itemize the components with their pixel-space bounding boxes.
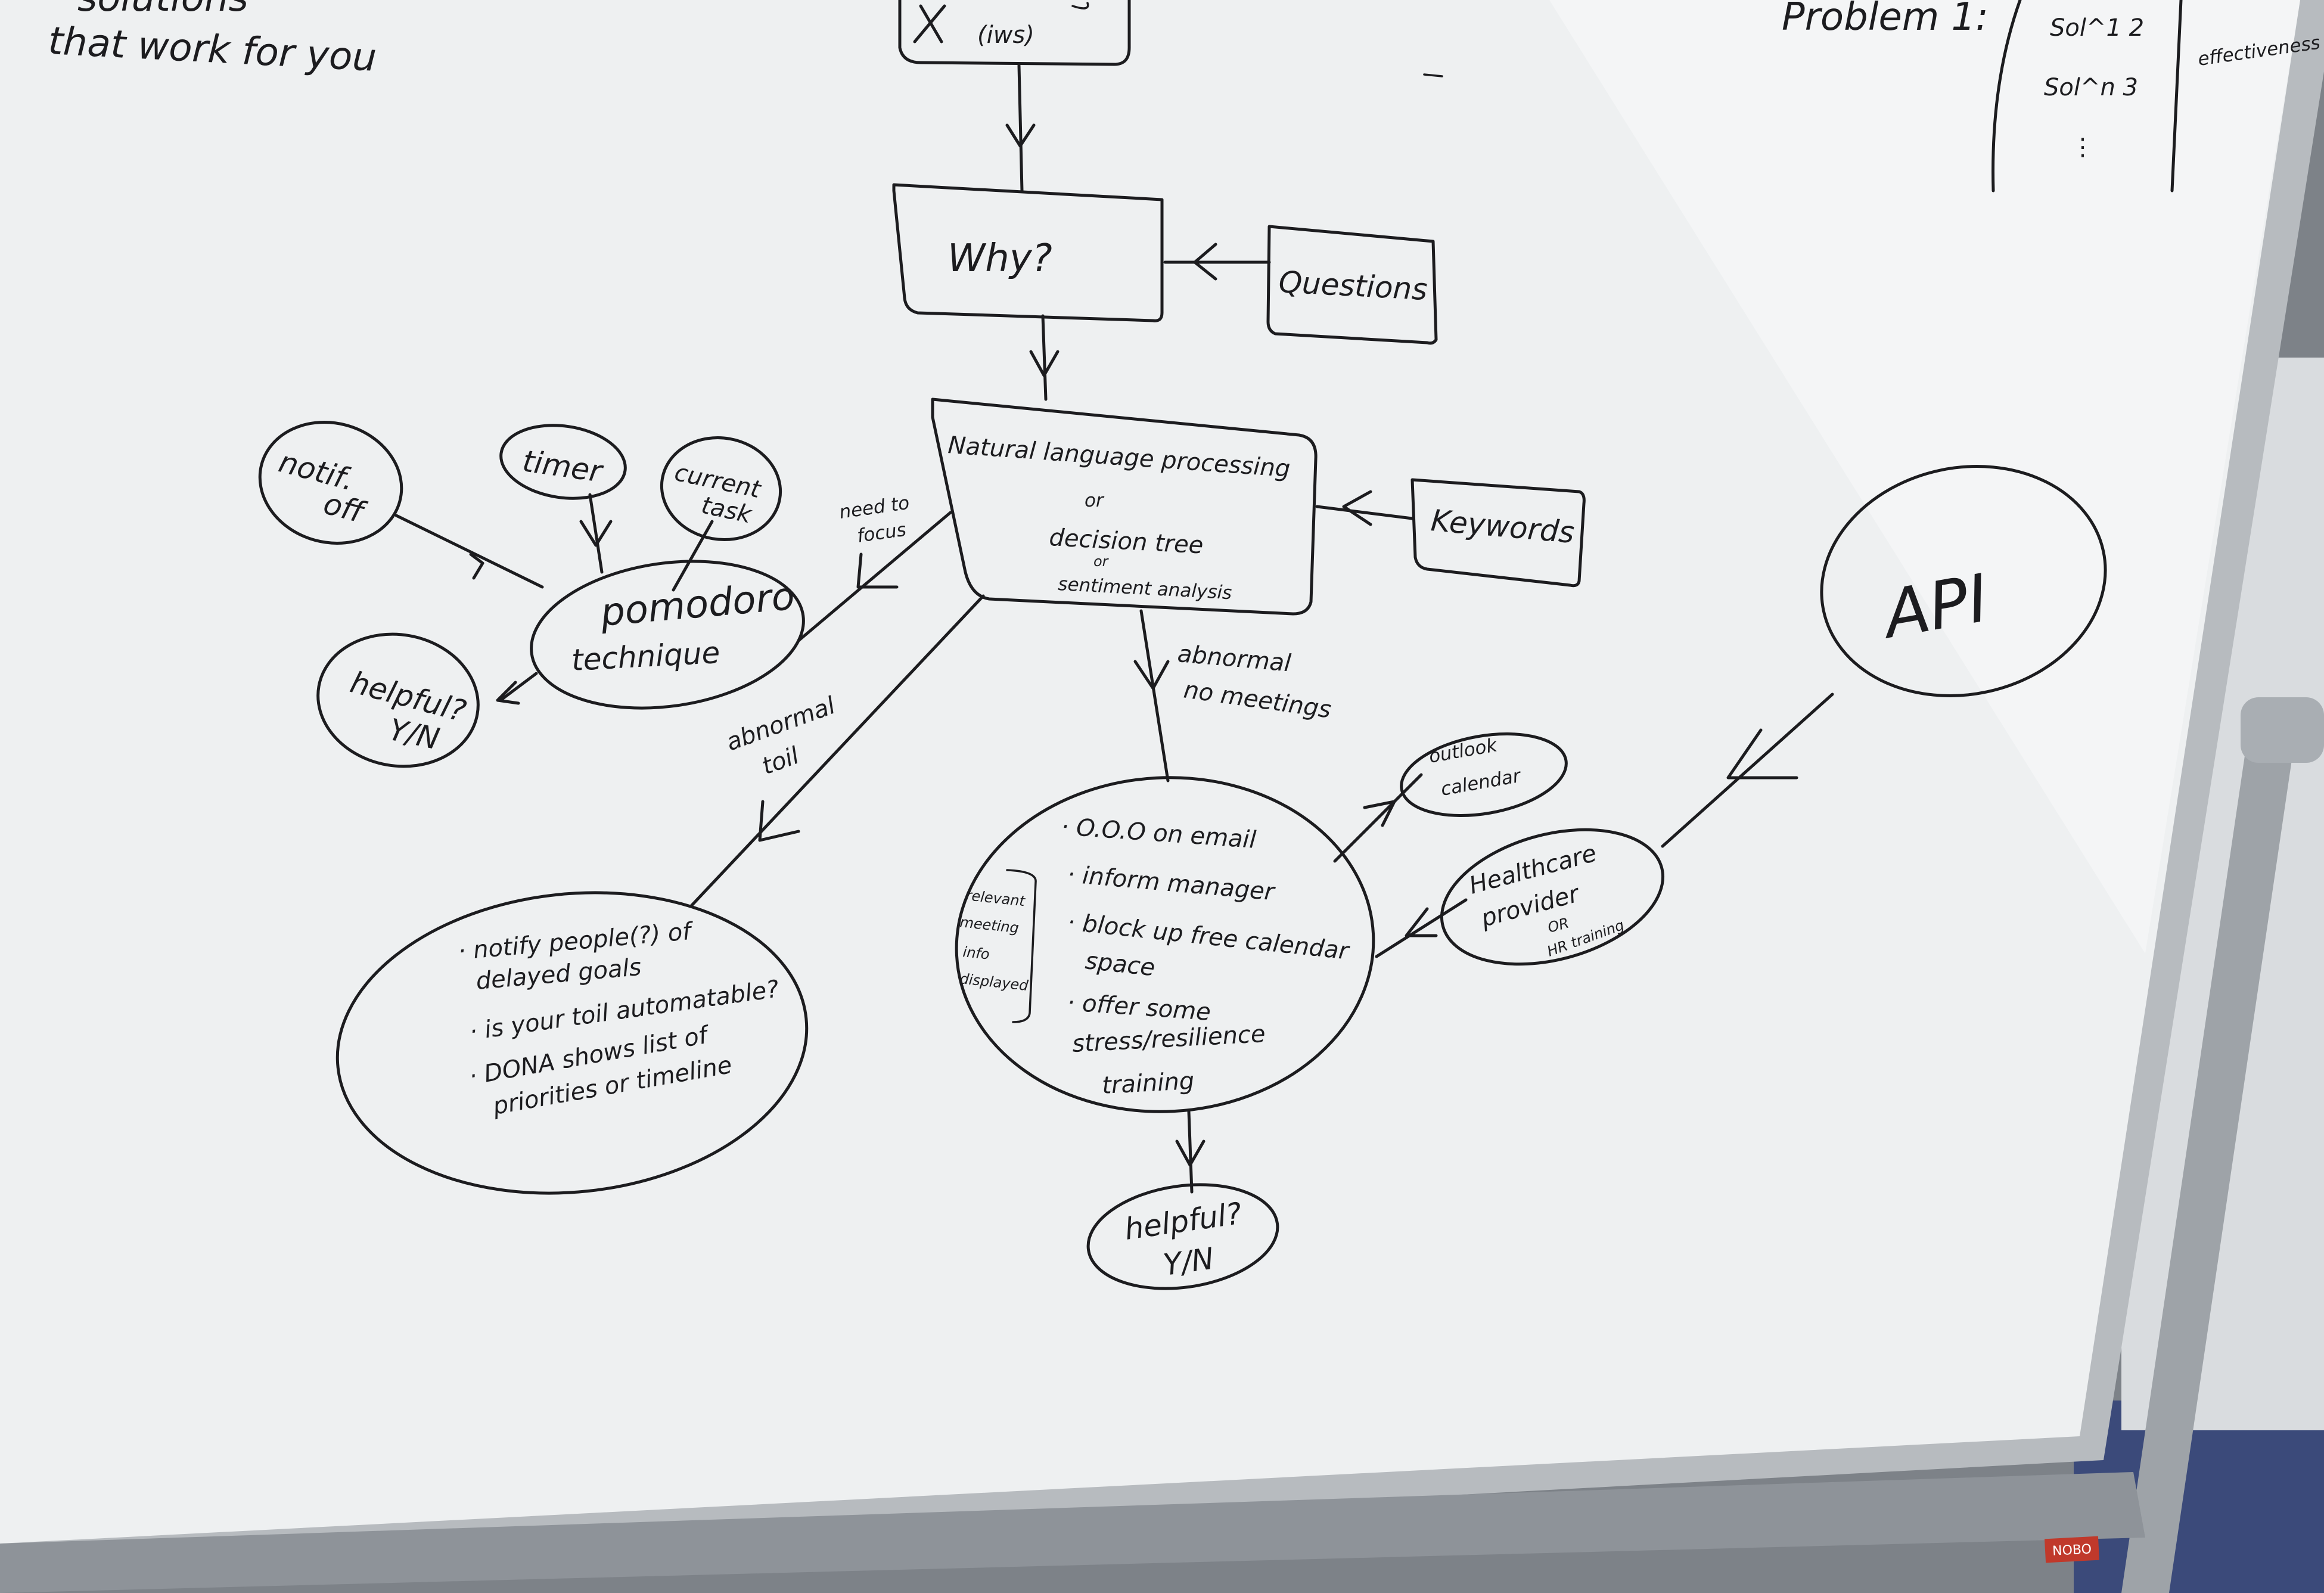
edge-healthcare-to-meetings-head: [1405, 907, 1438, 937]
meeting-side-line-3: info: [962, 943, 990, 963]
solution-row-2: Sol^n 3: [2044, 74, 2138, 101]
edge-nlp-to-meetings-head: [1133, 660, 1170, 690]
edge-keywords-to-nlp-head: [1342, 490, 1372, 526]
edge-nlp-to-pomodoro-head: [856, 552, 899, 589]
edge-top-to-why: [1017, 64, 1024, 192]
brand-badge: NOBO: [2052, 1542, 2092, 1558]
nlp-line-4: or: [1093, 553, 1110, 570]
edge-meetings-to-helpful-head: [1175, 1139, 1206, 1167]
solutions-divider: [2170, 0, 2183, 192]
edge-api-to-healthcare: [1661, 693, 1834, 848]
why-node: Why?: [892, 183, 1164, 322]
edge-why-to-nlp-head: [1029, 350, 1060, 377]
edge-timer-to-pomodoro-head: [579, 520, 613, 547]
stand-clamp: [2241, 697, 2324, 763]
api-label: API: [1875, 560, 1994, 653]
questions-node: Questions: [1266, 225, 1438, 345]
edge-why-to-nlp: [1041, 314, 1048, 401]
meeting-side-bracket: [1006, 869, 1037, 1023]
surface-glare: [1549, 0, 2300, 954]
edges: [394, 64, 1834, 1194]
edge-api-to-healthcare-head: [1726, 728, 1798, 780]
edge-outlook-to-meetings-head: [1363, 800, 1396, 827]
edge-meetings-to-helpful: [1187, 1110, 1194, 1194]
edge-top-to-why-head: [1005, 123, 1036, 148]
edge-pomodoro-to-helpful: [499, 672, 538, 702]
pen-tray: [0, 1472, 2145, 1593]
nlp-line-2: or: [1085, 490, 1105, 511]
helpful-bottom-line-2: Y/N: [1161, 1241, 1216, 1283]
edge-nlp-to-meetings: [1139, 609, 1170, 782]
edge-task-to-pomodoro: [672, 520, 714, 592]
edge-notif-to-pomodoro-head: [469, 552, 484, 580]
why-label: Why?: [947, 237, 1052, 281]
edge-outlook-to-meetings: [1333, 773, 1423, 863]
meetings-line-7: training: [1101, 1067, 1195, 1100]
solution-row-3: ⋮: [2071, 133, 2095, 161]
top-box-label: (iws): [977, 21, 1034, 49]
edge-nlp-to-toil-head: [758, 800, 800, 842]
whiteboard-surface: [0, 0, 2300, 1544]
stray-dash: [1423, 73, 1443, 77]
brand-badge-bg: [2045, 1536, 2099, 1563]
edge-notif-to-pomodoro: [394, 514, 544, 589]
api-node: API: [1820, 465, 2107, 697]
edge-nlp-to-pomodoro: [797, 511, 952, 642]
edge-pomodoro-to-helpful-head: [496, 681, 520, 705]
edge-healthcare-to-meetings: [1375, 898, 1468, 958]
stand-pole: [2121, 703, 2300, 1593]
problem-label: Problem 1:: [1782, 0, 1989, 39]
edge-questions-to-why-head: [1193, 243, 1217, 281]
edge-nlp-to-toil: [689, 594, 985, 908]
top-left-note-line1: solutions: [77, 0, 248, 20]
solutions-brace: [1991, 0, 2022, 192]
questions-label: Questions: [1278, 265, 1428, 307]
edge-keywords-to-nlp: [1315, 505, 1414, 520]
solution-row-1: Sol^1 2: [2050, 14, 2144, 42]
edge-timer-to-pomodoro: [588, 493, 604, 574]
top-box-node: (iws): [898, 0, 1131, 66]
pomodoro-line-2: technique: [571, 635, 721, 678]
